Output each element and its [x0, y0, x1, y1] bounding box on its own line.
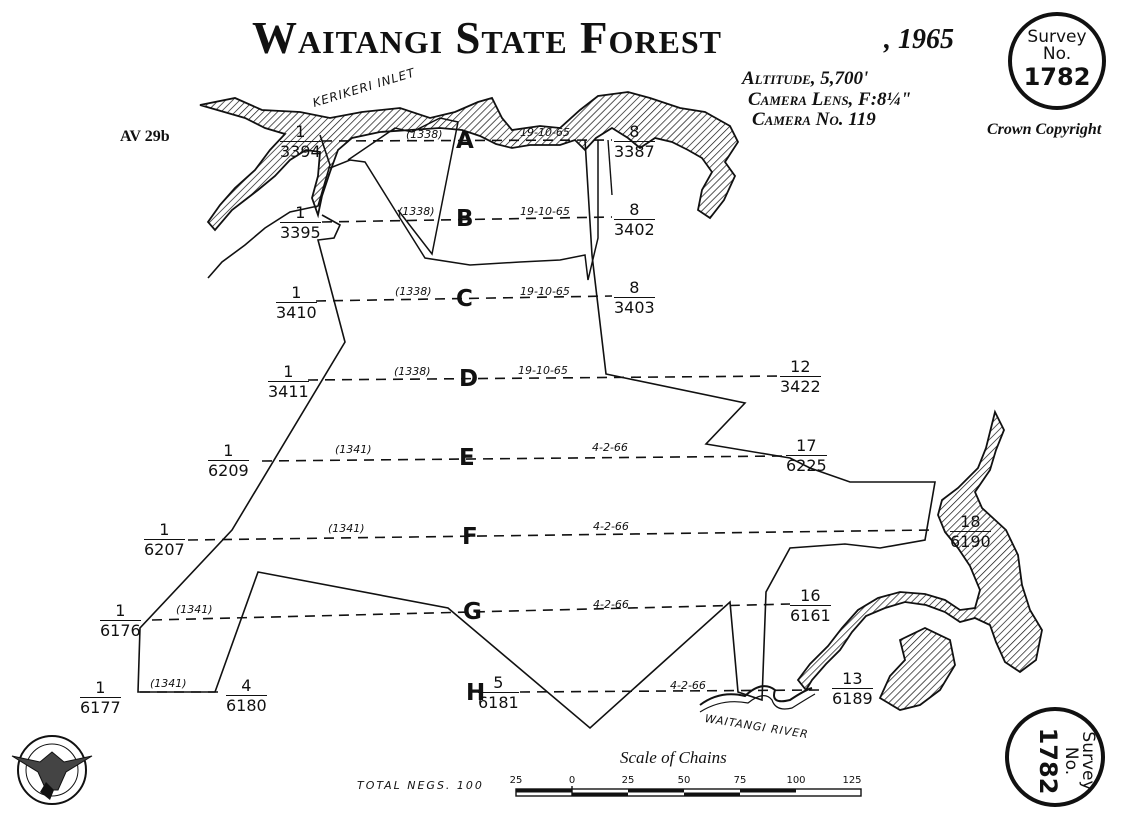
forest-boundary [137, 117, 936, 730]
flight-date-g: 4-2-66 [593, 598, 629, 611]
camera-number-a: (1338) [406, 128, 443, 141]
survey-number: 1782 [1023, 63, 1091, 91]
flight-line-d [307, 375, 783, 381]
map-year: , 1965 [884, 24, 954, 55]
flight-date-h: 4-2-66 [670, 679, 706, 692]
scale-tick: 125 [842, 775, 862, 786]
flight-line-e [261, 455, 783, 462]
run-letter-d: D [459, 366, 479, 392]
flight-line-g [151, 603, 791, 621]
flight-line-f [187, 529, 931, 541]
flight-date-f: 4-2-66 [593, 520, 629, 533]
camera-number-c: (1338) [395, 285, 432, 298]
flight-lines [140, 139, 931, 693]
survey-number-badge-rotated: Survey No. 1782 [1005, 707, 1105, 807]
flight-date-a: 19-10-65 [520, 126, 570, 139]
camera-number-f: (1341) [328, 522, 365, 535]
scale-title: Scale of Chains [620, 748, 727, 767]
run-letter-c: C [456, 286, 473, 312]
camera-lens-note: Camera Lens, F:8¼" [748, 89, 912, 110]
camera-number-b: (1338) [398, 205, 435, 218]
run-letter-h: H [466, 680, 486, 706]
flight-line-c [315, 295, 613, 302]
map-title: Waitangi State Forest [252, 13, 722, 63]
scale-tick: 0 [568, 775, 576, 786]
flight-line-b [321, 216, 613, 223]
survey-no-label: No. [1042, 44, 1072, 64]
run-letter-f: F [462, 524, 478, 550]
survey-label: Survey [1027, 27, 1087, 47]
survey-number-badge: Survey No. 1782 [1008, 12, 1106, 110]
run-letter-g: G [463, 599, 482, 625]
flight-date-c: 19-10-65 [520, 285, 570, 298]
flight-date-d: 19-10-65 [518, 364, 568, 377]
camera-number-e: (1341) [335, 443, 372, 456]
total-negatives: TOTAL NEGS. 100 [357, 779, 484, 792]
camera-number-note: Camera No. 119 [752, 109, 876, 130]
sheet-reference: AV 29b [120, 128, 170, 145]
scale-tick: 25 [509, 775, 523, 786]
camera-number-h: (1341) [150, 677, 187, 690]
flight-date-b: 19-10-65 [520, 205, 570, 218]
scale-bar [515, 786, 862, 797]
run-letter-e: E [459, 445, 475, 471]
scale-tick: 100 [786, 775, 806, 786]
altitude-note: Altitude, 5,700' [742, 68, 869, 89]
survey-number: 1782 [1034, 727, 1062, 795]
camera-number-d: (1338) [394, 365, 431, 378]
kerikeri-inlet-water [199, 91, 740, 232]
camera-number-g: (1341) [176, 603, 213, 616]
flight-date-e: 4-2-66 [592, 441, 628, 454]
flight-line-a [321, 139, 613, 142]
scale-tick: 75 [733, 775, 747, 786]
survey-label: Survey [1078, 731, 1098, 791]
scale-tick: 50 [677, 775, 691, 786]
run-letter-b: B [456, 206, 474, 232]
scale-tick: 25 [621, 775, 635, 786]
survey-no-label: No. [1061, 746, 1081, 776]
run-letter-a: A [456, 128, 474, 154]
waitangi-estuary-water [796, 409, 1043, 711]
nz-aerial-mapping-logo [11, 735, 93, 805]
copyright-note: Crown Copyright [987, 121, 1102, 138]
